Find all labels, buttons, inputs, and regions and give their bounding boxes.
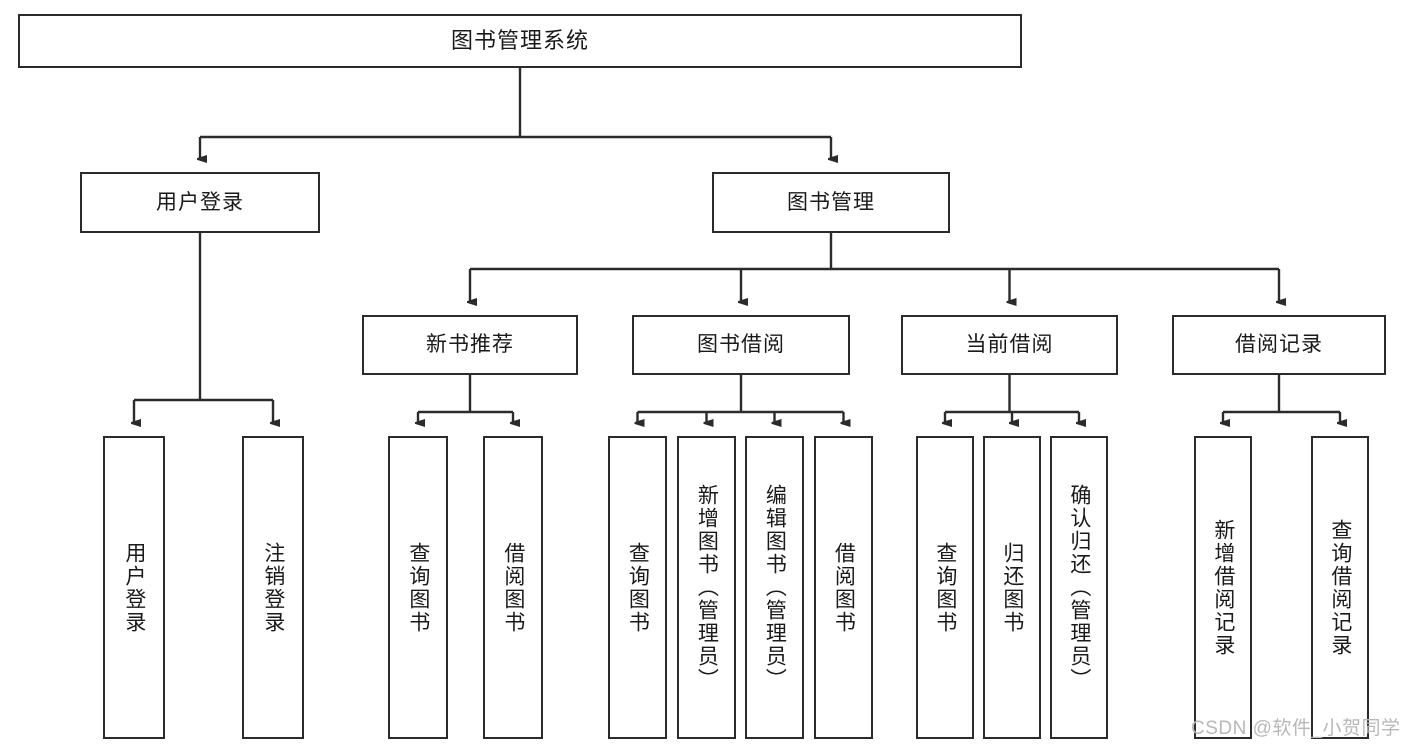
node-label: 确认归还（管理员） (1067, 484, 1091, 691)
node-label: 借阅记录 (1235, 333, 1323, 357)
node-label: 新增图书（管理员） (695, 484, 719, 691)
leaf-confirm-return-admin[interactable]: 确认归还（管理员） (1050, 436, 1108, 739)
node-label: 查询图书 (406, 541, 430, 634)
node-label: 新增借阅记录 (1211, 518, 1235, 657)
leaf-return-book[interactable]: 归还图书 (983, 436, 1041, 739)
node-label: 图书借阅 (697, 333, 785, 357)
node-label: 当前借阅 (965, 333, 1054, 357)
node-book-management[interactable]: 图书管理 (712, 172, 950, 233)
leaf-add-borrow-record[interactable]: 新增借阅记录 (1194, 436, 1252, 739)
leaf-user-login[interactable]: 用户登录 (103, 436, 165, 739)
node-label: 查询图书 (933, 541, 957, 634)
node-current-borrow[interactable]: 当前借阅 (901, 315, 1118, 375)
leaf-logout[interactable]: 注销登录 (242, 436, 304, 739)
node-new-book-recommend[interactable]: 新书推荐 (362, 315, 578, 375)
node-label: 查询图书 (626, 541, 650, 634)
node-label: 图书管理 (787, 190, 875, 214)
node-user-login[interactable]: 用户登录 (80, 172, 320, 233)
node-label: 用户登录 (156, 190, 244, 214)
node-label: 借阅图书 (832, 541, 856, 634)
leaf-query-borrow-record[interactable]: 查询借阅记录 (1311, 436, 1369, 739)
node-label: 用户登录 (122, 541, 146, 634)
leaf-borrow-book[interactable]: 借阅图书 (814, 436, 873, 739)
node-label: 新书推荐 (426, 333, 514, 357)
node-label: 借阅图书 (501, 541, 525, 634)
node-label: 注销登录 (261, 541, 285, 634)
leaf-add-book-admin[interactable]: 新增图书（管理员） (677, 436, 736, 739)
watermark: CSDN @软件_小贺同学 (1191, 718, 1401, 739)
node-root[interactable]: 图书管理系统 (18, 14, 1022, 68)
node-label: 编辑图书（管理员） (763, 484, 787, 691)
node-borrow-record[interactable]: 借阅记录 (1172, 315, 1386, 375)
node-label: 查询借阅记录 (1328, 518, 1352, 657)
node-label: 图书管理系统 (450, 27, 589, 53)
node-book-borrow[interactable]: 图书借阅 (632, 315, 850, 375)
leaf-query-book[interactable]: 查询图书 (608, 436, 667, 739)
leaf-query-book-current[interactable]: 查询图书 (916, 436, 974, 739)
leaf-query-book-recommend[interactable]: 查询图书 (388, 436, 448, 739)
node-label: 归还图书 (1000, 541, 1024, 634)
leaf-edit-book-admin[interactable]: 编辑图书（管理员） (745, 436, 804, 739)
leaf-borrow-book-recommend[interactable]: 借阅图书 (483, 436, 543, 739)
